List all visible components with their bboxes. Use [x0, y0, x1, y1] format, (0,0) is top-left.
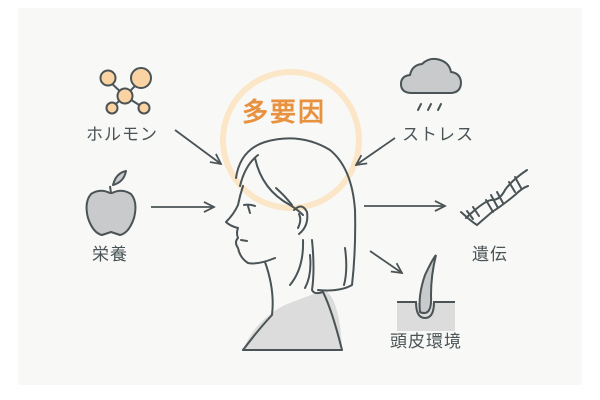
hair-follicle-icon: [397, 254, 455, 331]
label-stress: ストレス: [402, 125, 474, 145]
label-scalp: 頭皮環境: [390, 332, 462, 352]
diagram-title: 多要因: [242, 98, 327, 128]
apple-icon: [85, 170, 137, 236]
arrow-scalp: [369, 250, 402, 273]
dna-icon: [460, 169, 529, 227]
halo-ring: [220, 69, 362, 211]
arrow-stress: [356, 137, 396, 165]
molecule-icon: [99, 67, 152, 115]
label-hormone: ホルモン: [86, 125, 158, 145]
arrows: [151, 129, 445, 273]
rain-cloud-icon: [399, 57, 463, 111]
label-genetics: 遺伝: [472, 245, 508, 265]
woman-profile-icon: [225, 137, 357, 351]
arrow-hormone: [174, 129, 221, 164]
label-nutrition: 栄養: [92, 245, 128, 265]
